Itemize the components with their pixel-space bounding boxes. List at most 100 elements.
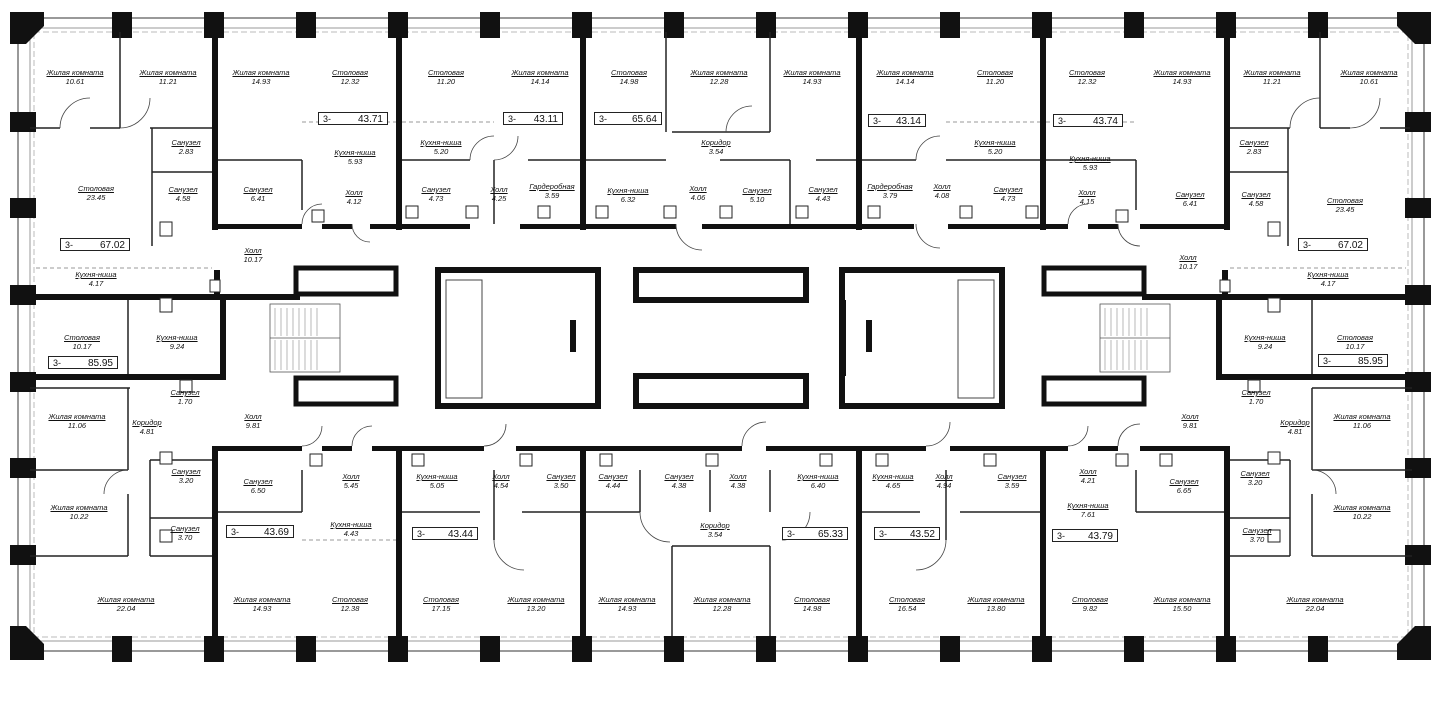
apartment-tag[interactable]: 3-43.52 [874, 527, 940, 540]
room-area: 5.93 [1082, 163, 1098, 172]
room-area: 6.65 [1176, 486, 1192, 495]
room-name: Холл [729, 472, 747, 481]
room-area: 4.58 [1248, 199, 1264, 208]
apartment-code: 3- [508, 114, 517, 124]
room-area: 4.43 [343, 529, 359, 538]
room-area: 6.50 [250, 486, 266, 495]
room-name: Холл [345, 188, 363, 197]
room-area: 11.21 [158, 77, 178, 86]
room-name: Кухня-ниша [420, 138, 462, 147]
room-area: 10.17 [243, 255, 263, 264]
room-name: Холл [244, 246, 262, 255]
apartment-code: 3- [231, 527, 240, 537]
apartment-tag[interactable]: 3-43.14 [868, 114, 926, 127]
room-name: Коридор [132, 418, 162, 427]
room-name: Жилая комната [1243, 68, 1301, 77]
room-name: Кухня-ниша [1244, 333, 1286, 342]
room-name: Столовая [78, 184, 114, 193]
room-name: Кухня-ниша [416, 472, 458, 481]
apartment-area: 65.64 [631, 114, 657, 125]
plumbing-fixtures [159, 205, 1281, 543]
room-area: 4.65 [885, 481, 901, 490]
apartment-tag[interactable]: 3-67.02 [1298, 238, 1368, 251]
room-area: 11.06 [1352, 421, 1372, 430]
room-name: Кухня-ниша [330, 520, 372, 529]
apartment-tag[interactable]: 3-65.64 [594, 112, 662, 125]
room-area: 5.10 [749, 195, 765, 204]
apartment-tag[interactable]: 3- 43.69 [226, 525, 294, 538]
room-name: Кухня-ниша [1067, 501, 1109, 510]
apartment-tag[interactable]: 3-65.33 [782, 527, 848, 540]
room-name: Столовая [1337, 333, 1373, 342]
room-area: 4.17 [1320, 279, 1336, 288]
room-area: 3.79 [882, 191, 898, 200]
room-area: 10.61 [1359, 77, 1379, 86]
room-name: Жилая комната [232, 68, 290, 77]
apartment-tag[interactable]: 3-67.02 [60, 238, 130, 251]
apartment-code: 3- [1323, 356, 1332, 366]
room-area: 3.20 [1247, 478, 1263, 487]
apartment-area: 85.95 [1357, 356, 1383, 367]
room-name: Столовая [977, 68, 1013, 77]
room-area: 6.40 [810, 481, 826, 490]
room-area: 4.06 [690, 193, 706, 202]
apartment-area: 43.69 [263, 527, 289, 538]
room-name: Санузел [1241, 190, 1271, 199]
room-name: Кухня-ниша [1069, 154, 1111, 163]
apartment-tag[interactable]: 3- 85.95 [48, 356, 118, 369]
room-area: 2.83 [178, 147, 194, 156]
apartment-area: 43.52 [909, 529, 935, 540]
room-name: Санузел [421, 185, 451, 194]
apartment-tag[interactable]: 3- 85.95 [1318, 354, 1388, 367]
apartment-tag[interactable]: 3-43.11 [503, 112, 563, 125]
room-area: 4.38 [671, 481, 687, 490]
room-name: Кухня-ниша [607, 186, 649, 195]
room-name: Санузел [243, 185, 273, 194]
apartment-code: 3- [1057, 531, 1066, 541]
room-name: Коридор [700, 521, 730, 530]
apartment-code: 3- [323, 114, 332, 124]
room-name: Столовая [1069, 68, 1105, 77]
apartment-tag[interactable]: 3-43.71 [318, 112, 388, 125]
room-name: Санузел [171, 467, 201, 476]
room-area: 12.28 [712, 604, 732, 613]
bearing-walls [30, 32, 1412, 638]
room-name: Санузел [808, 185, 838, 194]
room-area: 4.81 [1287, 427, 1303, 436]
room-area: 12.38 [340, 604, 360, 613]
apartment-tag[interactable]: 3-43.44 [412, 527, 478, 540]
apartment-area: 85.95 [87, 358, 113, 369]
room-name: Холл [490, 185, 508, 194]
room-area: 14.93 [802, 77, 822, 86]
apartment-tag[interactable]: 3-43.74 [1053, 114, 1123, 127]
room-area: 9.82 [1082, 604, 1098, 613]
apartment-tag[interactable]: 3-43.79 [1052, 529, 1118, 542]
apartment-code: 3- [53, 358, 62, 368]
room-name: Жилая комната [967, 595, 1025, 604]
